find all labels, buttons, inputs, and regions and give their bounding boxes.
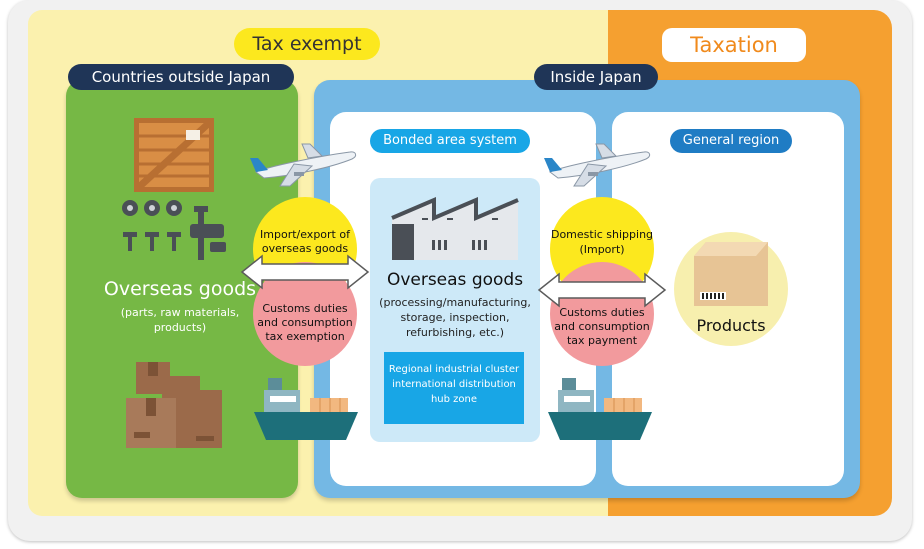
arrow1-top-1: Import/export of <box>260 228 350 241</box>
arrow1-bottom-1: Customs duties <box>262 302 348 315</box>
arrow1-top-2: overseas goods <box>261 242 349 255</box>
inside-japan-label: Inside Japan <box>534 64 658 90</box>
outside-japan-label: Countries outside Japan <box>68 64 294 90</box>
hub-zone-box <box>384 352 524 424</box>
tax-payment-circle <box>550 262 654 366</box>
bonded-area-label: Bonded area system <box>370 129 530 153</box>
center-sub-1: (processing/manufacturing, <box>379 296 531 309</box>
arrow2-bottom-2: and consumption <box>554 320 650 333</box>
taxation-label: Taxation <box>662 28 806 62</box>
factory-icon <box>391 196 519 260</box>
left-sub-2: products) <box>153 321 207 334</box>
center-title: Overseas goods <box>386 270 524 290</box>
arrow2-top-2: (Import) <box>579 243 625 256</box>
tax-exempt-label: Tax exempt <box>234 28 380 60</box>
ship-icon <box>548 378 652 440</box>
center-sub-3: refurbishing, etc.) <box>405 326 505 339</box>
ship-icon <box>254 378 358 440</box>
left-sub-1: (parts, raw materials, <box>120 306 240 319</box>
arrow1-bottom-3: tax exemption <box>265 330 345 343</box>
arrow2-top-1: Domestic shipping <box>550 228 654 241</box>
zone-line-3: hub zone <box>430 394 478 405</box>
airplane-icon <box>544 143 651 187</box>
product-box-icon <box>694 242 768 306</box>
arrow1-bottom-2: and consumption <box>257 316 353 329</box>
center-sub-2: storage, inspection, <box>400 311 510 324</box>
zone-line-1: Regional industrial cluster <box>388 364 520 375</box>
boxes-icon <box>126 362 222 448</box>
airplane-icon <box>250 143 357 187</box>
general-region-label: General region <box>670 129 792 153</box>
left-title: Overseas goods <box>103 278 257 300</box>
zone-line-2: international distribution <box>392 379 516 390</box>
bolts-icon <box>122 200 226 260</box>
arrow2-bottom-1: Customs duties <box>559 306 645 319</box>
products-title: Products <box>696 316 766 335</box>
crate-icon <box>134 118 214 192</box>
double-arrow-icon <box>240 254 370 290</box>
arrow2-bottom-3: tax payment <box>566 334 638 347</box>
double-arrow-icon <box>537 272 667 308</box>
